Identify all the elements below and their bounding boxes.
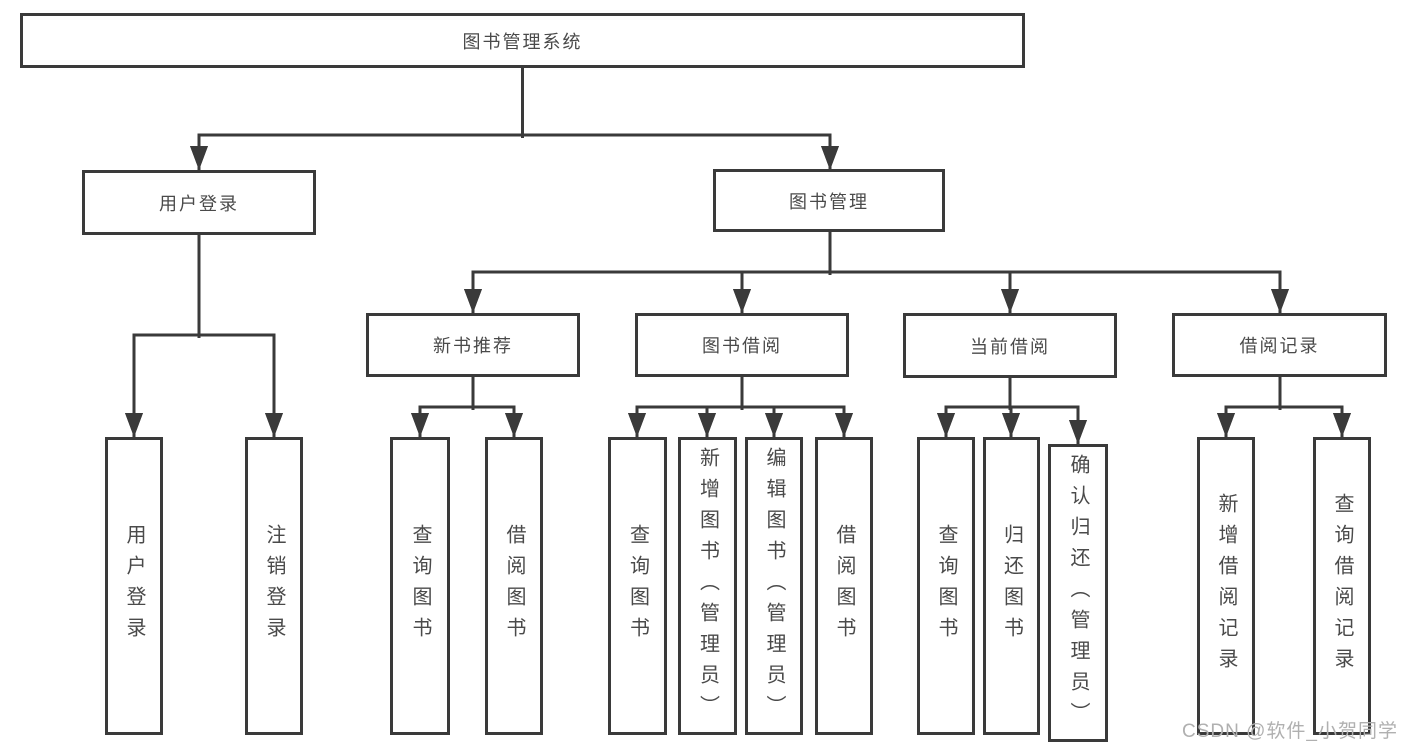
leaf-borrow-books: 借阅图书: [815, 437, 873, 735]
leaf-add-borrow-record: 新增借阅记录: [1197, 437, 1255, 735]
node-user-login-label: 用户登录: [159, 193, 239, 214]
leaf-confirm-return-admin-label: 确认归还（管理员）: [1067, 453, 1089, 733]
csdn-watermark: CSDN @软件_小贺同学: [1182, 721, 1398, 742]
leaf-add-books-admin: 新增图书（管理员）: [678, 437, 737, 735]
leaf-query-borrow-record: 查询借阅记录: [1313, 437, 1371, 735]
node-user-login: 用户登录: [82, 170, 316, 235]
node-book-borrowing: 图书借阅: [635, 313, 849, 377]
leaf-query-books-current: 查询图书: [917, 437, 975, 735]
leaf-edit-books-admin: 编辑图书（管理员）: [745, 437, 803, 735]
node-new-book-recommendation-label: 新书推荐: [433, 336, 513, 356]
node-borrowing-records: 借阅记录: [1172, 313, 1387, 377]
leaf-query-books-recommend-label: 查询图书: [409, 524, 431, 648]
leaf-return-books: 归还图书: [983, 437, 1040, 735]
leaf-add-books-admin-label: 新增图书（管理员）: [696, 446, 719, 726]
leaf-borrow-books-label: 借阅图书: [833, 524, 855, 648]
node-new-book-recommendation: 新书推荐: [366, 313, 580, 377]
node-root: 图书管理系统: [20, 13, 1025, 68]
leaf-logout-login-label: 注销登录: [263, 524, 285, 648]
leaf-confirm-return-admin: 确认归还（管理员）: [1048, 444, 1108, 742]
node-book-management: 图书管理: [713, 169, 945, 232]
node-borrowing-records-label: 借阅记录: [1239, 336, 1320, 356]
leaf-add-borrow-record-label: 新增借阅记录: [1215, 493, 1237, 679]
leaf-query-books-borrow: 查询图书: [608, 437, 667, 735]
leaf-query-borrow-record-label: 查询借阅记录: [1331, 493, 1353, 679]
leaf-query-books-borrow-label: 查询图书: [626, 524, 649, 648]
node-current-borrowing-label: 当前借阅: [970, 336, 1050, 357]
node-root-label: 图书管理系统: [462, 31, 583, 52]
node-current-borrowing: 当前借阅: [903, 313, 1117, 378]
leaf-borrow-books-recommend: 借阅图书: [485, 437, 543, 735]
node-book-management-label: 图书管理: [789, 191, 869, 212]
leaf-user-login: 用户登录: [105, 437, 163, 735]
leaf-edit-books-admin-label: 编辑图书（管理员）: [763, 446, 785, 726]
node-book-borrowing-label: 图书借阅: [702, 336, 782, 356]
leaf-user-login-label: 用户登录: [123, 524, 145, 648]
leaf-borrow-books-recommend-label: 借阅图书: [503, 524, 525, 648]
leaf-query-books-current-label: 查询图书: [935, 524, 957, 648]
leaf-logout-login: 注销登录: [245, 437, 303, 735]
leaf-query-books-recommend: 查询图书: [390, 437, 450, 735]
leaf-return-books-label: 归还图书: [1000, 524, 1023, 648]
